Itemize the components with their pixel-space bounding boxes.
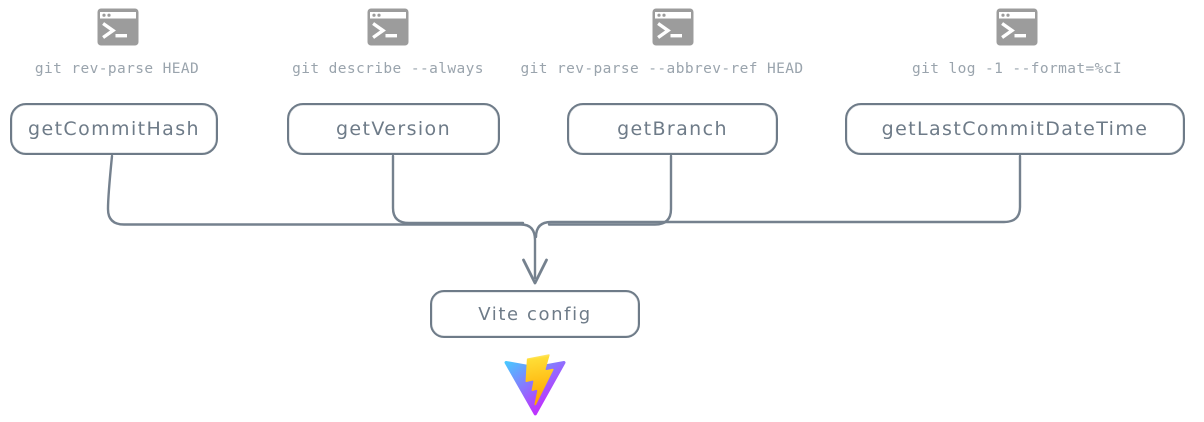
node-get-branch: getBranch: [567, 103, 778, 155]
git-command-abbrev-ref-head: git rev-parse --abbrev-ref HEAD: [520, 61, 804, 77]
connector-version: [391, 154, 525, 225]
connector-commit-hash: [106, 154, 537, 280]
git-command-log-format: git log -1 --format=%cI: [912, 61, 1122, 77]
terminal-icon: [996, 8, 1038, 46]
terminal-icon: [652, 8, 694, 46]
node-get-version: getVersion: [287, 103, 500, 155]
node-label: Vite config: [478, 303, 592, 325]
node-vite-config: Vite config: [430, 290, 640, 338]
terminal-icon: [97, 8, 139, 46]
node-label: getCommitHash: [28, 118, 200, 140]
vite-logo: [504, 354, 566, 416]
node-get-commit-hash: getCommitHash: [10, 103, 218, 155]
node-label: getBranch: [617, 118, 728, 140]
node-label: getLastCommitDateTime: [881, 118, 1149, 140]
arrowhead: [522, 258, 548, 285]
connector-last-commit: [534, 154, 1022, 239]
terminal-icon: [367, 8, 409, 46]
git-command-describe-always: git describe --always: [292, 61, 484, 77]
git-command-rev-parse-head: git rev-parse HEAD: [34, 61, 200, 77]
node-get-last-commit-date-time: getLastCommitDateTime: [845, 103, 1185, 155]
connector-branch: [547, 154, 673, 226]
node-label: getVersion: [335, 118, 452, 140]
